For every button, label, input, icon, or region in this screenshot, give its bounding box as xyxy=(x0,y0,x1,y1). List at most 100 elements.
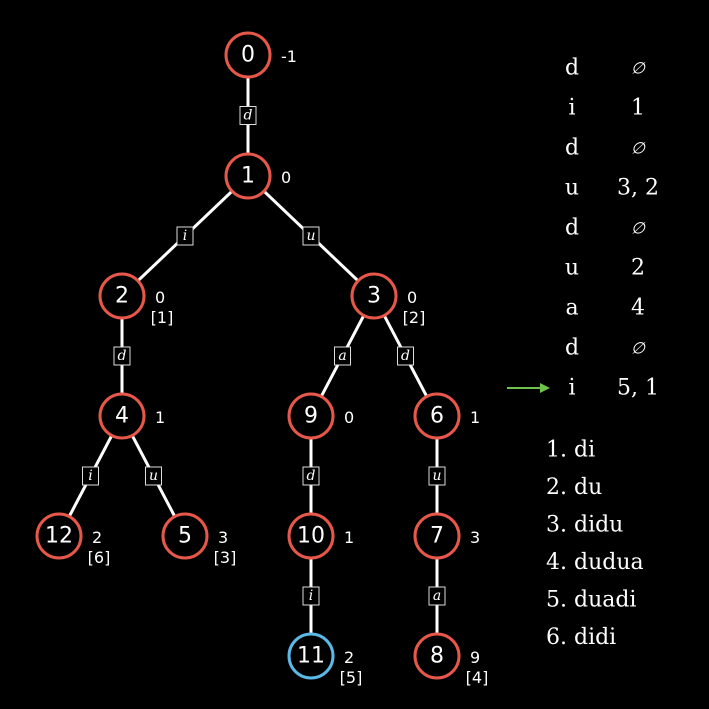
node-circle xyxy=(98,272,146,320)
match-list: 5, 1 xyxy=(617,376,659,401)
node-output: [3] xyxy=(214,548,237,567)
edge-label-text: u xyxy=(432,468,441,484)
edge-label-1-2: i xyxy=(176,226,194,246)
input-char: i xyxy=(568,96,575,121)
node-value: 0 xyxy=(281,168,291,187)
input-char: d xyxy=(565,216,579,241)
edge-label-text: d xyxy=(118,348,127,364)
edge-label-box xyxy=(428,586,446,606)
edge-label-text: d xyxy=(307,468,316,484)
node-id: 12 xyxy=(45,524,73,549)
edge-label-box xyxy=(302,226,320,246)
empty-set-symbol: ∅ xyxy=(631,59,646,78)
node-value: 2 xyxy=(92,528,102,547)
node-value: 1 xyxy=(470,408,480,427)
node-value: 2 xyxy=(344,648,354,667)
edge-label-text: u xyxy=(306,228,315,244)
input-row: i 5, 1 xyxy=(568,376,659,401)
edge-label-box xyxy=(239,106,257,125)
edge-label-box xyxy=(397,346,414,366)
node-circle xyxy=(98,392,146,440)
pattern-item: 4. dudua xyxy=(546,550,644,575)
empty-set-symbol: ∅ xyxy=(631,139,646,158)
input-char: d xyxy=(565,56,579,81)
node-circle xyxy=(413,512,461,560)
node-id: 1 xyxy=(241,164,255,189)
pattern-item: 5. duadi xyxy=(546,588,636,613)
node-output: [4] xyxy=(466,668,489,687)
input-row: d∅ xyxy=(565,336,646,361)
trie-node-0: 0-1 xyxy=(224,31,297,79)
edge-label-text: i xyxy=(88,468,92,484)
node-id: 10 xyxy=(297,524,325,549)
edge-label-box xyxy=(302,586,320,606)
node-id: 6 xyxy=(430,404,444,429)
match-list: 4 xyxy=(631,296,645,321)
edge-label-6-7: u xyxy=(428,466,446,486)
node-output: [6] xyxy=(88,548,111,567)
edge-label-box xyxy=(145,466,162,486)
node-value: 9 xyxy=(470,648,480,667)
edge-label-text: i xyxy=(309,588,313,604)
node-circle xyxy=(413,392,461,440)
edge-label-2-4: d xyxy=(113,346,131,366)
input-char: u xyxy=(565,176,579,201)
input-char: d xyxy=(565,136,579,161)
node-circle xyxy=(287,512,335,560)
node-circle xyxy=(287,632,335,680)
edge-label-3-9: a xyxy=(334,346,351,366)
match-list: 3, 2 xyxy=(617,176,659,201)
input-row: u 3, 2 xyxy=(565,176,659,201)
edge-label-box xyxy=(176,226,194,246)
edge-label-4-12: i xyxy=(82,466,99,486)
pattern-item: 6. didi xyxy=(546,625,616,650)
node-value: -1 xyxy=(281,47,297,66)
edge-label-box xyxy=(302,466,320,486)
node-value: 0 xyxy=(407,288,417,307)
node-id: 9 xyxy=(304,404,318,429)
edge-label-9-10: d xyxy=(302,466,320,486)
edge-label-box xyxy=(428,466,446,486)
node-output: [5] xyxy=(340,668,363,687)
node-value: 1 xyxy=(155,408,165,427)
edge-label-text: i xyxy=(183,228,187,244)
node-id: 4 xyxy=(115,404,129,429)
node-value: 0 xyxy=(155,288,165,307)
pattern-item: 1. di xyxy=(546,438,595,463)
node-circle xyxy=(224,31,272,79)
trie-node-11: 11 2[5] xyxy=(287,632,363,687)
edge-label-text: u xyxy=(149,468,158,484)
edge-label-box xyxy=(82,466,99,486)
edge-label-text: a xyxy=(338,348,346,364)
node-id: 7 xyxy=(430,524,444,549)
input-row: d∅ xyxy=(565,56,646,81)
input-char: i xyxy=(568,376,575,401)
node-id: 11 xyxy=(297,644,325,669)
node-circle xyxy=(413,632,461,680)
pattern-item: 2. du xyxy=(546,475,602,500)
edge-label-0-1: d xyxy=(239,106,257,125)
edge-label-text: d xyxy=(401,348,410,364)
input-char: a xyxy=(565,296,578,321)
node-circle xyxy=(161,512,209,560)
match-list: 1 xyxy=(631,96,645,121)
edge-label-1-3: u xyxy=(302,226,320,246)
node-value: 0 xyxy=(344,408,354,427)
node-circle xyxy=(35,512,83,560)
input-char: d xyxy=(565,336,579,361)
match-list: 2 xyxy=(631,256,645,281)
node-output: [1] xyxy=(151,308,174,327)
edge-label-10-11: i xyxy=(302,586,320,606)
current-position-arrow xyxy=(507,383,550,393)
node-circle xyxy=(224,152,272,200)
